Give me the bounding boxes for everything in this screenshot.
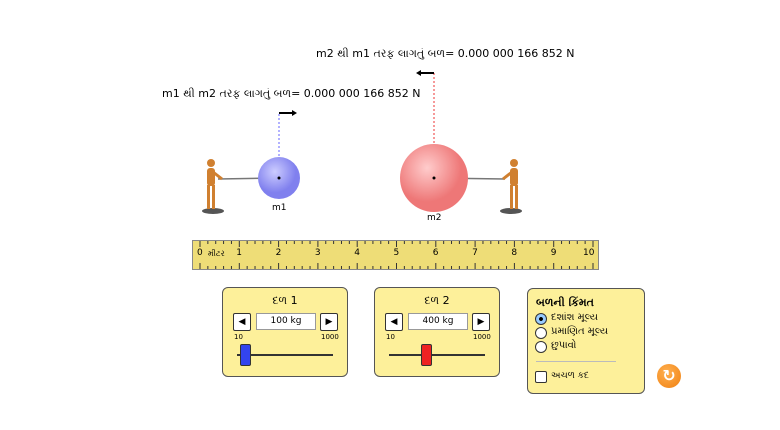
ruler-label: 10 [583, 248, 595, 258]
mass-2-min: 10 [386, 333, 395, 341]
scene [202, 70, 522, 214]
ruler-label: 3 [314, 248, 321, 258]
mass-1-max: 1000 [321, 333, 339, 341]
ruler-label: 5 [393, 248, 400, 258]
reset-button[interactable]: ↻ [657, 364, 681, 388]
mass-1-center [277, 176, 281, 180]
puller-right-icon [500, 159, 522, 214]
mass-2-label: m2 [427, 213, 442, 223]
force-m1-label: m1 થી m2 તરફ લાગતું બળ= 0.000 000 166 85… [162, 87, 421, 100]
mass-1-label: m1 [272, 203, 287, 213]
divider [536, 361, 616, 362]
ruler[interactable]: મીટર 0 1 2 3 4 5 6 7 8 9 10 [192, 240, 599, 270]
ruler-label: 6 [432, 248, 439, 258]
mass-2-increase-button[interactable]: ▶ [472, 313, 490, 331]
mass-1-decrease-button[interactable]: ◀ [233, 313, 251, 331]
radio-label: છુપાવો [551, 340, 577, 351]
mass-2-title: દળ 2 [424, 294, 450, 307]
mass-2-center [432, 176, 436, 180]
mass-2-decrease-button[interactable]: ◀ [385, 313, 403, 331]
mass-1-min: 10 [234, 333, 243, 341]
ruler-label: 7 [472, 248, 478, 258]
mass-2-control: દળ 2 ◀ 400 kg ▶ 10 1000 [374, 287, 500, 377]
ruler-label: 1 [236, 248, 243, 258]
mass-1-increase-button[interactable]: ▶ [320, 313, 338, 331]
mass-1-slider-track[interactable] [237, 354, 333, 356]
mass-1-title: દળ 1 [272, 294, 298, 307]
checkbox[interactable] [535, 371, 547, 383]
ruler-unit: મીટર [208, 249, 225, 258]
puller-left-icon [202, 159, 224, 214]
mass-1-control: દળ 1 ◀ 100 kg ▶ 10 1000 [222, 287, 348, 377]
checkbox-label: અચળ કદ [551, 371, 589, 381]
mass-2-slider-thumb[interactable] [421, 344, 432, 366]
ruler-label: 0 [197, 248, 203, 258]
radio-label: પ્રમાણિત મૂલ્ય [551, 326, 609, 337]
reset-icon: ↻ [662, 366, 676, 385]
mass-2-max: 1000 [473, 333, 491, 341]
mass-2-value[interactable]: 400 kg [408, 313, 468, 330]
mass-1-value[interactable]: 100 kg [256, 313, 316, 330]
ruler-label: 9 [550, 248, 557, 258]
radio-button[interactable] [535, 327, 547, 339]
mass-2-slider-track[interactable] [389, 354, 485, 356]
force-arrow-left-icon [416, 70, 434, 76]
force-values-panel: બળની કિંમત દશાંશ મૂલ્ય પ્રમાણિત મૂલ્ય છુ… [527, 288, 645, 394]
force-values-title: બળની કિંમત [536, 296, 594, 309]
mass-1-slider-thumb[interactable] [240, 344, 251, 366]
force-arrow-right-icon [279, 110, 297, 116]
radio-label: દશાંશ મૂલ્ય [551, 312, 599, 323]
ruler-label: 4 [354, 248, 360, 258]
ruler-label: 2 [275, 248, 282, 258]
force-m2-label: m2 થી m1 તરફ લાગતું બળ= 0.000 000 166 85… [316, 47, 575, 60]
radio-button-selected[interactable] [535, 313, 547, 325]
radio-button[interactable] [535, 341, 547, 353]
ruler-label: 8 [511, 248, 518, 258]
